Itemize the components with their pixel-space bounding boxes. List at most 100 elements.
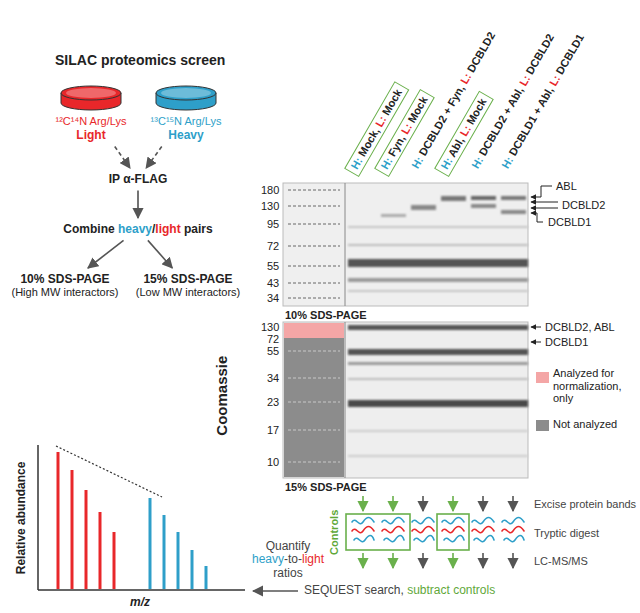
text-run: light (155, 222, 180, 236)
figure-label: 15% SDS-PAGE (285, 481, 367, 494)
mass-spectrum (177, 532, 180, 589)
gel-10-percent (348, 278, 528, 282)
figure-label: 130 (261, 321, 279, 334)
text-run: H: (348, 155, 364, 171)
gel-10-percent (381, 214, 406, 217)
flow-arrow (88, 240, 124, 268)
workflow-step: 15% SDS-PAGE(Low MW interactors) (132, 270, 245, 302)
mass-spectrum (38, 589, 245, 591)
peptide-icons (346, 514, 410, 550)
gel-10-percent (288, 206, 340, 207)
mass-spectrum (113, 532, 116, 589)
text-run: Mock, (356, 126, 382, 159)
figure-label: 17 (267, 424, 279, 437)
gel-15-percent (348, 378, 528, 380)
flow-arrow (137, 190, 139, 218)
text-run: L: (399, 121, 415, 136)
figure-label: 95 (267, 218, 279, 231)
gel-15-percent (348, 400, 528, 407)
text-run: Fyn, (445, 82, 467, 108)
gel-10-percent (471, 204, 496, 208)
workflow-arrows (392, 496, 394, 511)
step-text: Heavy (150, 128, 222, 142)
workflow-step: Combine heavy/light pairs (59, 220, 216, 238)
peptide-icons (382, 518, 404, 542)
text-run: Quantify (266, 539, 311, 553)
mass-spectrum (163, 515, 166, 589)
figure-label: 72 (267, 333, 279, 346)
gel-15-percent (283, 322, 528, 478)
mass-spectrum (37, 445, 39, 590)
gel-10-percent (501, 196, 526, 200)
mass-spectrum (71, 470, 74, 589)
gel-10-percent (348, 290, 528, 292)
text-run: H: (438, 155, 454, 171)
text-run: DCBLD2 (416, 113, 449, 158)
text-run: Abl, (445, 135, 466, 159)
workflow-step: 10% SDS-PAGE(High MW interactors) (8, 270, 123, 302)
gel-10-percent (288, 190, 340, 191)
figure-label: DCBLD1 (548, 216, 591, 229)
gel-15-percent (348, 325, 528, 330)
workflow-arrows (482, 553, 484, 568)
mass-spectrum (58, 452, 114, 589)
mass-spectrum (85, 490, 88, 589)
dish-top (156, 86, 216, 100)
dish-icon (55, 84, 127, 112)
gel-10-percent (288, 283, 340, 284)
legend-text: Not analyzed (553, 418, 637, 431)
gel-10-percent (288, 298, 340, 299)
text-run: Abl, (504, 84, 525, 108)
mass-spectrum (150, 498, 206, 589)
figure-label: DCBLD1 (545, 336, 588, 349)
figure-label: ABL (556, 180, 577, 193)
gel-band-pointers (531, 186, 552, 197)
text-run: L: (373, 114, 389, 129)
gel-15-percent (348, 430, 528, 432)
gel-10-percent (283, 183, 528, 306)
gel-10-percent (348, 196, 528, 292)
step-text: (High MW interactors) (12, 286, 119, 299)
dish-shine (66, 88, 116, 98)
text-run: DCBLD1 (553, 31, 586, 76)
gel-band-pointers (531, 202, 558, 203)
text-run: Mock (464, 96, 488, 126)
figure-label: 130 (261, 200, 279, 213)
gel-15-percent (348, 455, 528, 457)
gel-15-percent (348, 362, 528, 365)
step-heading: Combine heavy/light pairs (63, 222, 212, 236)
step-heading: ¹³C¹⁵N Arg/Lys (150, 115, 222, 128)
peptide-icons (442, 518, 464, 542)
figure-label: 10 (267, 456, 279, 469)
text-run: L: (516, 73, 532, 88)
flow-arrow (146, 147, 162, 168)
workflow-arrows (512, 553, 514, 568)
figure-label: Tryptic digest (534, 527, 599, 540)
workflow-arrows (422, 553, 424, 568)
figure-label: 55 (267, 260, 279, 273)
figure-label: SEQUEST search, subtract controls (304, 584, 495, 598)
figure-label: 43 (267, 277, 279, 290)
peptide-icons (472, 518, 494, 542)
text-run: heavy-to-light (252, 552, 324, 566)
gel-10-percent (501, 210, 526, 214)
gel-15-percent (283, 322, 528, 478)
peptide-icons (352, 518, 374, 542)
step-text: Light (55, 128, 127, 142)
workflow-arrows (452, 553, 454, 568)
gel-10-percent (288, 246, 340, 247)
text-run: subtract controls (404, 583, 495, 597)
text-run: DCBLD2 (523, 31, 556, 76)
text-run: Combine (63, 222, 118, 236)
text-run: DCBLD2 (464, 30, 497, 75)
text-run: H: (409, 154, 425, 170)
peptide-icons (346, 514, 524, 550)
text-run: -to- (284, 552, 302, 566)
gel-10-percent (471, 196, 496, 200)
workflow-arrows (422, 496, 424, 511)
mass-spectrum (57, 452, 60, 589)
text-run: light (302, 552, 324, 566)
gel-15-percent (348, 325, 528, 457)
step-text: (Low MW interactors) (136, 286, 241, 299)
